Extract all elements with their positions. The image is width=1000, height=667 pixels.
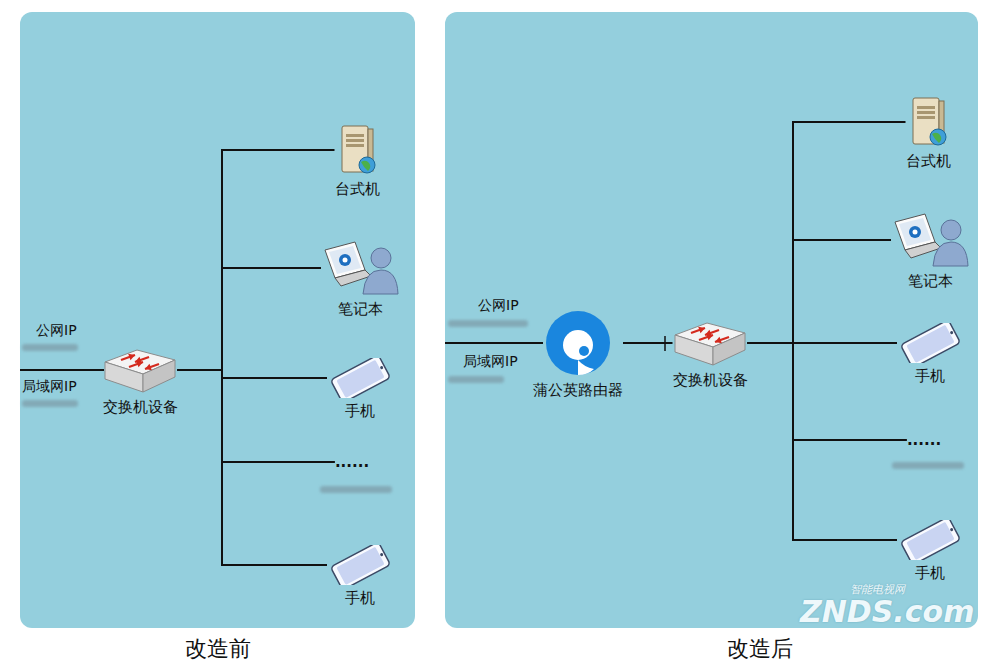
device-label: 交换机设备 <box>673 371 748 389</box>
phone-icon <box>327 358 393 398</box>
panel-ground <box>445 12 978 628</box>
phone-icon <box>897 323 963 363</box>
network-cable <box>178 150 335 370</box>
device-label: 手机 <box>345 589 375 607</box>
more-devices: ...... <box>907 431 941 449</box>
device-label: 台式机 <box>335 180 380 198</box>
router-node: 蒲公英路由器 <box>533 309 623 399</box>
switch-node: 交换机设备 <box>103 346 178 416</box>
panel-caption: 改造前 <box>20 634 415 664</box>
device-label: ...... <box>335 453 369 471</box>
laptop-node: 笔记本 <box>321 240 399 318</box>
address-label: 局域网IP <box>22 378 77 395</box>
switch-icon <box>103 346 177 394</box>
desktop-node: 台式机 <box>906 96 951 170</box>
uplink-line <box>20 369 104 371</box>
laptop-icon <box>321 240 399 296</box>
laptop-icon <box>891 212 969 268</box>
network-cable <box>178 370 328 378</box>
phone-icon <box>897 520 963 560</box>
network-cable <box>748 343 907 440</box>
phone-node: 手机 <box>897 323 963 385</box>
phone-node: 手机 <box>327 545 393 607</box>
panel: 改造后蒲公英路由器交换机设备台式机笔记本手机......手机 <box>445 12 978 628</box>
network-cable <box>623 342 673 344</box>
switch-node: 交换机设备 <box>673 319 748 389</box>
network-cable <box>748 342 898 344</box>
watermark: ZNDS.com <box>800 594 974 630</box>
address-label: 公网IP <box>478 297 519 314</box>
network-cable <box>748 343 898 540</box>
phone-icon <box>327 545 393 585</box>
panel-caption: 改造后 <box>445 634 978 664</box>
uplink-line <box>445 342 543 344</box>
address-label: 局域网IP <box>463 353 518 370</box>
network-cable <box>178 268 322 370</box>
switch-icon <box>673 319 747 367</box>
device-label: 台式机 <box>906 152 951 170</box>
device-label: 笔记本 <box>908 272 953 290</box>
desktop-node: 台式机 <box>335 124 380 198</box>
more-devices: ...... <box>335 453 369 471</box>
network-cable <box>178 370 335 462</box>
panel-ground <box>20 12 415 628</box>
device-label: 蒲公英路由器 <box>533 381 623 399</box>
network-cable <box>748 122 906 343</box>
phone-node: 手机 <box>327 358 393 420</box>
tick-mark <box>664 336 666 351</box>
device-label: 交换机设备 <box>103 398 178 416</box>
network-cable <box>748 240 892 343</box>
desktop-icon <box>907 96 949 148</box>
phone-node: 手机 <box>897 520 963 582</box>
device-label: 手机 <box>345 402 375 420</box>
network-cable <box>178 370 328 565</box>
address-label: 公网IP <box>36 322 77 339</box>
router-icon <box>544 309 612 377</box>
device-label: 手机 <box>915 367 945 385</box>
device-label: 笔记本 <box>338 300 383 318</box>
device-label: 手机 <box>915 564 945 582</box>
panel: 改造前交换机设备台式机笔记本手机......手机 <box>20 12 415 628</box>
desktop-icon <box>336 124 378 176</box>
device-label: ...... <box>907 431 941 449</box>
blurred-address <box>22 320 964 493</box>
laptop-node: 笔记本 <box>891 212 969 290</box>
